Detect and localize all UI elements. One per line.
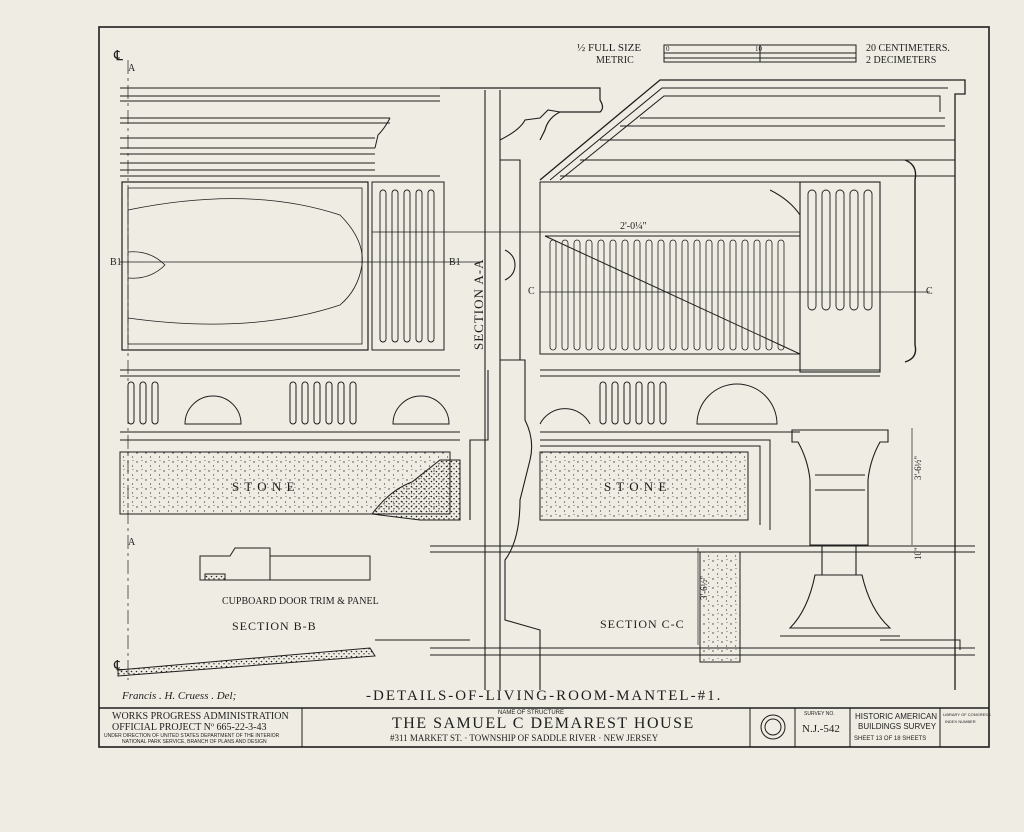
stone-cut-edge: [371, 459, 461, 521]
section-c-c-plan: [430, 545, 975, 663]
graphic-scale: [663, 44, 857, 63]
section-c-c-label: SECTION C-C: [600, 617, 685, 631]
lower-frieze-right: [539, 369, 880, 433]
scale-half-full-size: ½ FULL SIZE: [577, 42, 642, 54]
frieze-panel-left: [121, 181, 369, 351]
marker-a-mid: A: [128, 537, 136, 548]
marker-b1-left: B1: [110, 257, 122, 268]
structure-address: #311 MARKET ST. · TOWNSHIP OF SADDLE RIV…: [390, 733, 659, 743]
habs-line-2: BUILDINGS SURVEY: [858, 722, 937, 731]
pilaster-panel-left: [371, 181, 445, 351]
sheet-border: [98, 26, 990, 748]
survey-number: N.J.-542: [802, 723, 840, 735]
scale-tick-10: 10: [755, 45, 762, 53]
flutes-right: [807, 189, 873, 311]
marker-c-left: C: [528, 286, 535, 297]
structure-name-label: NAME OF STRUCTURE: [498, 710, 564, 716]
cornice-right: [539, 79, 966, 690]
habs-line-1: HISTORIC AMERICAN: [855, 712, 938, 721]
sunburst-fan-right: [544, 189, 801, 355]
side-molding-profile: [904, 159, 917, 363]
flutes-left: [379, 189, 435, 343]
scale-decimeters: 2 DECIMETERS: [866, 55, 937, 66]
cornice-left: [120, 87, 604, 177]
dim-height-1: 3'-6½": [913, 455, 923, 480]
dim-height-3: 3'-6½": [699, 575, 709, 600]
seal: [760, 714, 786, 740]
drawing-title: -DETAILS-OF-LIVING-ROOM-MANTEL-#1.: [366, 688, 723, 704]
stone-band-right: [539, 451, 749, 521]
cupboard-trim-profile: [199, 547, 371, 581]
column-right: [780, 429, 900, 637]
section-b-b-plan: [117, 639, 470, 677]
centerline-symbol-top: ℄: [114, 49, 123, 64]
scale-tick-0: 0: [666, 45, 670, 53]
delineator-signature: Francis . H. Cruess . Del;: [122, 690, 237, 702]
survey-number-label: SURVEY NO.: [804, 711, 835, 717]
pilaster-right: [799, 181, 881, 373]
stone-label-right: S T O N E: [604, 479, 668, 494]
centerline-symbol-bottom: ℄: [114, 659, 123, 674]
dim-height-2: 10": [913, 547, 923, 560]
marker-a-top: A: [128, 63, 136, 74]
cupboard-caption: CUPBOARD DOOR TRIM & PANEL: [222, 596, 379, 607]
marker-b1-right: B1: [449, 257, 461, 268]
loc-line-1: LIBRARY OF CONGRESS: [943, 712, 991, 717]
flutes-center: [549, 239, 785, 351]
loc-line-2: INDEX NUMBER: [945, 719, 976, 724]
structure-name: THE SAMUEL C DEMAREST HOUSE: [392, 715, 695, 732]
scale-metric: METRIC: [596, 55, 634, 66]
title-block-frame: [301, 708, 941, 747]
stone-label-left: S T O N E: [232, 479, 296, 494]
dimension-lines: [120, 60, 930, 680]
section-b-b-label: SECTION B-B: [232, 619, 317, 633]
sheet-info: SHEET 13 OF 18 SHEETS: [854, 736, 927, 742]
wpa-line-4: NATIONAL PARK SERVICE, BRANCH OF PLANS A…: [122, 739, 267, 745]
wpa-line-3: UNDER DIRECTION OF UNITED STATES DEPARTM…: [104, 733, 280, 739]
lower-frieze: [120, 369, 460, 441]
dim-fan-width: 2'-0¼": [620, 221, 647, 232]
section-a-a-label: SECTION A-A: [471, 258, 486, 350]
marker-c-right: C: [926, 286, 933, 297]
wpa-line-1: WORKS PROGRESS ADMINISTRATION: [112, 711, 289, 722]
wpa-line-2: OFFICIAL PROJECT Nº 665-22-3-43: [112, 722, 267, 733]
sunburst-fan-left: [127, 198, 363, 325]
section-a-a-profile: [469, 90, 561, 690]
scale-centimeters: 20 CENTIMETERS.: [866, 43, 950, 54]
